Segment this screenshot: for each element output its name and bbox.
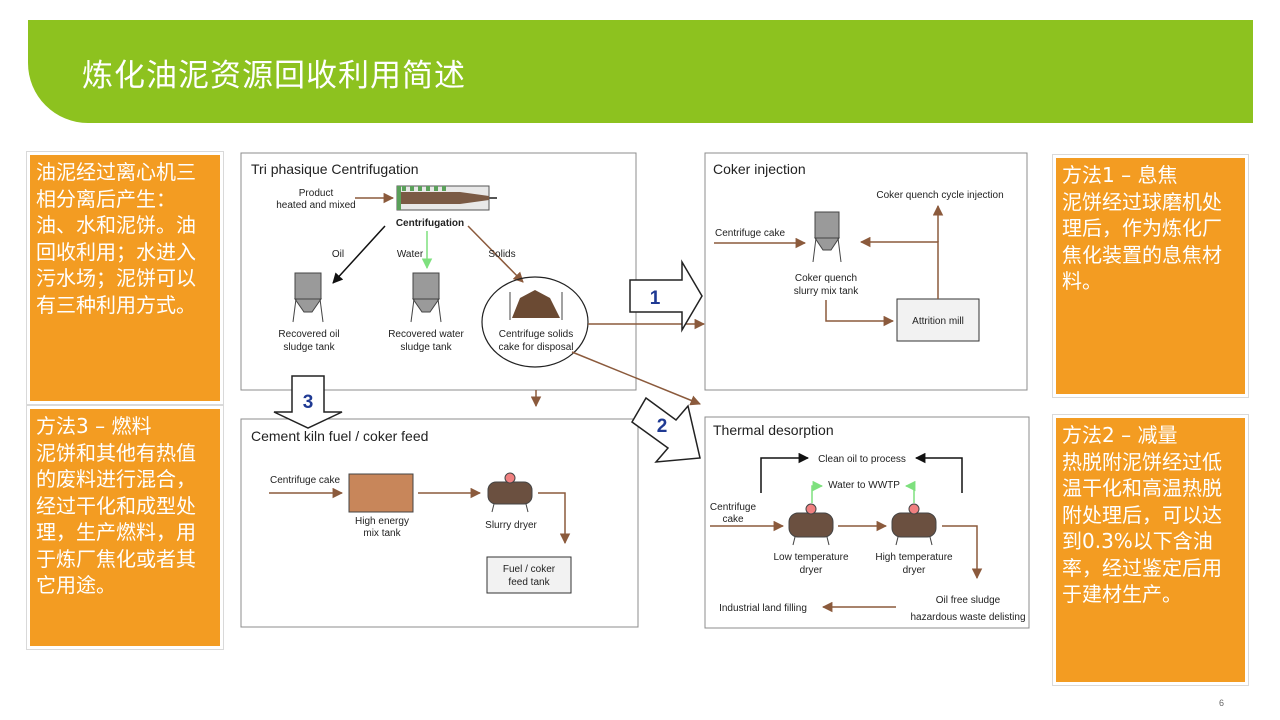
cement-panel bbox=[240, 418, 639, 628]
coker-panel bbox=[704, 152, 1028, 391]
oil-tank-label-1: Recovered oil bbox=[278, 329, 339, 340]
route-3-arrow bbox=[273, 375, 343, 429]
slurry-dryer-label: Slurry dryer bbox=[485, 520, 537, 531]
high-temp-label-1: High temperature bbox=[875, 552, 953, 563]
oil-free-label-1: Oil free sludge bbox=[936, 595, 1001, 606]
dryer-to-fuel-arrow bbox=[538, 492, 571, 545]
high-temp-dryer-icon bbox=[891, 503, 937, 546]
to-thermal-arrow bbox=[571, 351, 701, 406]
low-temp-label-1: Low temperature bbox=[773, 552, 848, 563]
quench-tank-label-2: slurry mix tank bbox=[794, 286, 859, 297]
centrifuge-icon bbox=[396, 185, 497, 211]
water-label: Water bbox=[397, 249, 424, 260]
oil-tank-icon bbox=[292, 272, 324, 323]
route-1-number: 1 bbox=[650, 288, 661, 309]
water-tank-label-1: Recovered water bbox=[388, 329, 464, 340]
thermal-title: Thermal desorption bbox=[713, 422, 834, 438]
thermal-cake-label-2: cake bbox=[722, 514, 744, 525]
solids-label-1: Centrifuge solids bbox=[499, 329, 573, 340]
route-1-arrow bbox=[629, 259, 703, 333]
mix-tank-label-1: High energy bbox=[355, 516, 409, 527]
fuel-tank-box bbox=[486, 556, 572, 594]
method-1-text-box: 方法1 – 息焦 泥饼经过球磨机处理后，作为炼化厂焦化装置的息焦材料。 bbox=[1053, 155, 1248, 397]
solids-pile-icon bbox=[509, 290, 563, 320]
oil-free-label-2: hazardous waste delisting bbox=[910, 612, 1025, 623]
coker-quench-cycle-label: Coker quench cycle injection bbox=[876, 190, 1003, 201]
attrition-mill-label: Attrition mill bbox=[912, 316, 964, 327]
intro-text-box: 油泥经过离心机三相分离后产生：油、水和泥饼。油回收利用；水进入污水场；泥饼可以有… bbox=[27, 152, 223, 404]
water-line-right bbox=[904, 480, 916, 503]
slurry-dryer-icon bbox=[487, 472, 533, 513]
cement-title: Cement kiln fuel / coker feed bbox=[251, 428, 428, 444]
page-title: 炼化油泥资源回收利用简述 bbox=[82, 58, 466, 94]
quench-tank-label-1: Coker quench bbox=[795, 273, 857, 284]
water-tank-label-2: sludge tank bbox=[400, 342, 452, 353]
product-label-1: Product bbox=[299, 188, 334, 199]
water-wwtp-label: Water to WWTP bbox=[828, 480, 900, 491]
route-2-arrow bbox=[631, 396, 701, 463]
solids-label-2: cake for disposal bbox=[498, 342, 573, 353]
clean-oil-label: Clean oil to process bbox=[818, 454, 906, 465]
coker-cake-label: Centrifuge cake bbox=[715, 228, 785, 239]
low-temp-label-2: dryer bbox=[800, 565, 823, 576]
oil-arrow bbox=[332, 225, 386, 284]
low-temp-dryer-icon bbox=[788, 503, 834, 546]
attrition-mill-box bbox=[896, 298, 980, 342]
thermal-panel bbox=[704, 416, 1030, 629]
centrifugation-title: Tri phasique Centrifugation bbox=[251, 161, 419, 177]
coker-title: Coker injection bbox=[713, 161, 806, 177]
intro-text: 油泥经过离心机三相分离后产生：油、水和泥饼。油回收利用；水进入污水场；泥饼可以有… bbox=[36, 160, 196, 317]
route-2-number: 2 bbox=[657, 416, 668, 437]
fuel-tank-label-2: feed tank bbox=[508, 577, 550, 588]
mix-tank-box bbox=[348, 473, 414, 513]
quench-tank-icon bbox=[812, 211, 842, 263]
method-1-text: 方法1 – 息焦 泥饼经过球磨机处理后，作为炼化厂焦化装置的息焦材料。 bbox=[1062, 163, 1222, 293]
landfill-label: Industrial land filling bbox=[719, 603, 807, 614]
high-temp-label-2: dryer bbox=[903, 565, 926, 576]
method-2-text: 方法2 – 减量 热脱附泥饼经过低温干化和高温热脱附处理后，可以达到0.3%以下… bbox=[1062, 423, 1222, 606]
water-line-left bbox=[811, 480, 824, 503]
thermal-cake-label-1: Centrifuge bbox=[710, 502, 757, 513]
solids-label: Solids bbox=[488, 249, 515, 260]
water-tank-icon bbox=[410, 272, 442, 323]
product-label-2: heated and mixed bbox=[276, 200, 356, 211]
clean-oil-line-right bbox=[914, 452, 963, 493]
mix-tank-label-2: mix tank bbox=[363, 528, 401, 539]
page-number: 6 bbox=[1218, 698, 1224, 708]
route-3-number: 3 bbox=[303, 392, 314, 413]
tank-to-mill-arrow bbox=[825, 300, 895, 327]
solids-arrow bbox=[467, 225, 524, 283]
clean-oil-line-left bbox=[760, 452, 810, 493]
method-2-text-box: 方法2 – 减量 热脱附泥饼经过低温干化和高温热脱附处理后，可以达到0.3%以下… bbox=[1053, 415, 1248, 685]
high-to-output-arrow bbox=[942, 525, 983, 580]
oil-label: Oil bbox=[332, 249, 344, 260]
solids-highlight-circle bbox=[481, 276, 589, 368]
title-banner bbox=[28, 20, 1253, 123]
centrifugation-label: Centrifugation bbox=[396, 218, 464, 229]
fuel-tank-label-1: Fuel / coker bbox=[503, 564, 556, 575]
method-3-text-box: 方法3 – 燃料 泥饼和其他有热值的废料进行混合，经过干化和成型处理，生产燃料，… bbox=[27, 406, 223, 649]
cement-cake-label: Centrifuge cake bbox=[270, 475, 340, 486]
oil-tank-label-2: sludge tank bbox=[283, 342, 335, 353]
method-3-text: 方法3 – 燃料 泥饼和其他有热值的废料进行混合，经过干化和成型处理，生产燃料，… bbox=[36, 414, 196, 597]
